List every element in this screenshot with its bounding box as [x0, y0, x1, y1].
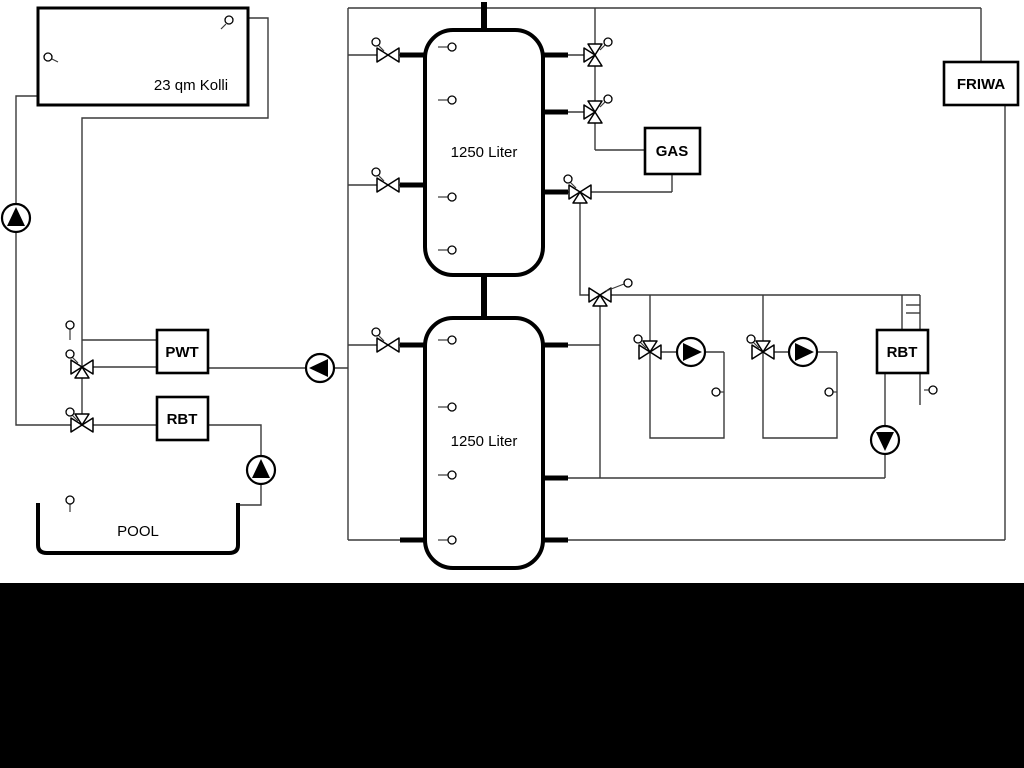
buffer-tank-2: 1250 Liter	[423, 316, 545, 570]
pump-right-icon-1	[675, 336, 707, 368]
tank-ports	[400, 2, 568, 543]
three-way-valve-icon	[65, 349, 94, 379]
pump-up-icon	[0, 202, 32, 234]
sensor-icon	[824, 387, 837, 397]
valve-icon	[371, 327, 400, 353]
rbt-left-box: RBT	[155, 395, 210, 442]
collector-label: 23 qm Kolli	[154, 77, 228, 94]
sensor-icon	[438, 402, 457, 412]
bottom-black-bar	[0, 583, 1024, 768]
rbt-right-box: RBT	[875, 328, 930, 375]
pump-down-icon	[869, 424, 901, 456]
three-way-valve-icon	[65, 407, 94, 433]
pwt-label: PWT	[165, 344, 198, 361]
sensor-icon	[924, 385, 938, 395]
three-way-valve-icon	[588, 278, 633, 307]
sensor-icon	[438, 245, 457, 255]
solar-collector-box: 23 qm Kolli	[36, 6, 250, 107]
pool-basin: POOL	[36, 495, 240, 555]
three-way-valve-icon	[583, 94, 613, 124]
tank1-label: 1250 Liter	[451, 144, 518, 161]
three-way-valve-icon	[563, 174, 592, 204]
friwa-box: FRIWA	[942, 60, 1020, 107]
sensor-icon	[438, 192, 457, 202]
pwt-heat-exchanger-box: PWT	[155, 328, 210, 375]
gas-boiler-box: GAS	[643, 126, 702, 176]
three-way-valve-icon	[583, 37, 613, 67]
sensor-icon	[220, 15, 234, 30]
tank2-label: 1250 Liter	[451, 433, 518, 450]
heater-element-icon	[906, 304, 920, 314]
gas-label: GAS	[656, 143, 689, 160]
pump-left-icon	[304, 352, 336, 384]
three-way-valve-icon	[633, 334, 662, 360]
sensor-icon	[438, 42, 457, 52]
three-way-valve-icon	[746, 334, 775, 360]
buffer-tank-1: 1250 Liter	[423, 28, 545, 277]
valve-icon	[371, 167, 400, 193]
sensor-icon	[438, 95, 457, 105]
rbt-left-label: RBT	[167, 411, 198, 428]
sensor-icon	[438, 535, 457, 545]
pump-right-icon-2	[787, 336, 819, 368]
friwa-label: FRIWA	[957, 76, 1005, 93]
pump-pool-up-icon	[245, 454, 277, 486]
sensor-icon	[711, 387, 724, 397]
sensor-icon	[65, 320, 75, 340]
sensor-icon	[43, 52, 59, 63]
pool-label: POOL	[117, 523, 159, 540]
sensor-icon	[438, 470, 457, 480]
sensor-icon	[65, 495, 75, 512]
valve-icon	[371, 37, 400, 63]
rbt-right-label: RBT	[887, 344, 918, 361]
sensor-icon	[438, 335, 457, 345]
